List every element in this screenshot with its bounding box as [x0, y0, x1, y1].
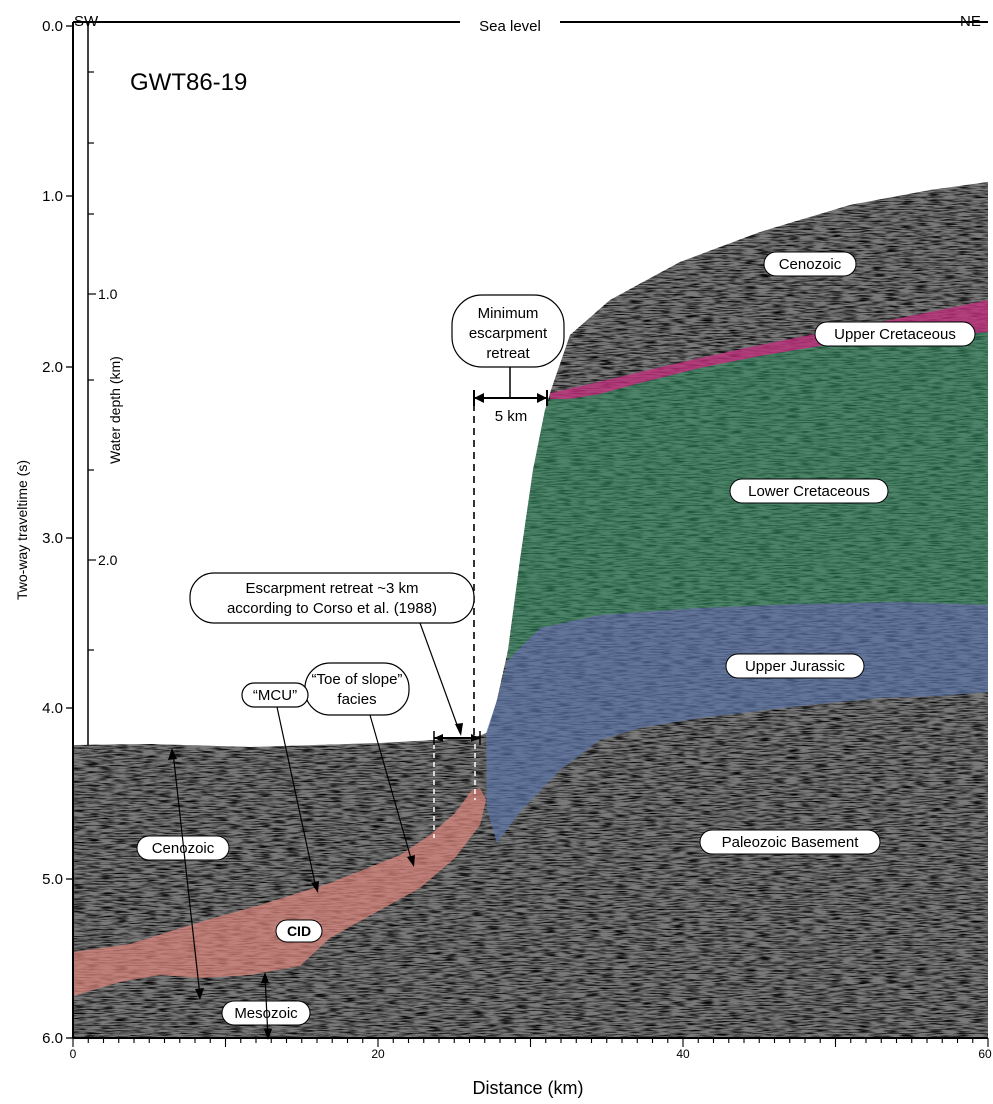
bottom-axis — [72, 1038, 989, 1047]
left-axis — [66, 25, 73, 1039]
left-tick-label: 2.0 — [42, 359, 63, 376]
mesozoic-thickness-arrow — [261, 972, 272, 1040]
water-depth-axis — [88, 71, 96, 651]
svg-text:retreat: retreat — [486, 345, 530, 362]
minimum-retreat-callout: Minimum escarpment retreat 5 km — [451, 294, 565, 425]
label-cid: CID — [275, 919, 323, 943]
svg-text:Escarpment retreat ~3 km: Escarpment retreat ~3 km — [246, 580, 419, 597]
svg-text:“MCU”: “MCU” — [253, 687, 297, 704]
label-upper-cretaceous: Upper Cretaceous — [814, 321, 976, 347]
left-tick-label: 0.0 — [42, 18, 63, 35]
sea-level-label: Sea level — [479, 18, 541, 35]
left-tick-label: 4.0 — [42, 700, 63, 717]
label-upper-jurassic: Upper Jurassic — [725, 653, 865, 679]
label-lower-cretaceous: Lower Cretaceous — [729, 478, 889, 504]
svg-text:Upper Cretaceous: Upper Cretaceous — [834, 326, 956, 343]
svg-text:Paleozoic Basement: Paleozoic Basement — [722, 834, 860, 851]
mcu-callout: “MCU” — [241, 682, 319, 893]
label-paleozoic-basement: Paleozoic Basement — [699, 829, 881, 855]
svg-text:according to Corso et al. (198: according to Corso et al. (1988) — [227, 600, 437, 617]
left-axis-label: Two-way traveltime (s) — [14, 460, 30, 600]
cid-layer — [73, 788, 486, 996]
svg-text:“Toe of slope”: “Toe of slope” — [312, 671, 403, 688]
left-tick-label: 6.0 — [42, 1030, 63, 1047]
svg-text:facies: facies — [337, 691, 376, 708]
cenozoic-thickness-arrow — [168, 748, 204, 1000]
direction-sw: SW — [74, 13, 99, 30]
svg-text:Lower Cretaceous: Lower Cretaceous — [748, 483, 870, 500]
svg-text:escarpment: escarpment — [469, 325, 548, 342]
bottom-tick-label: 40 — [676, 1047, 690, 1061]
left-tick-label: 5.0 — [42, 871, 63, 888]
water-depth-tick-label: 1.0 — [98, 286, 118, 302]
water-depth-axis-label: Water depth (km) — [107, 356, 123, 464]
svg-text:Minimum: Minimum — [478, 305, 539, 322]
svg-text:CID: CID — [287, 923, 311, 939]
left-tick-label: 1.0 — [42, 188, 63, 205]
left-tick-label: 3.0 — [42, 530, 63, 547]
corso-retreat-callout: Escarpment retreat ~3 km according to Co… — [189, 572, 481, 745]
bottom-tick-label: 0 — [70, 1047, 77, 1061]
svg-text:Upper Jurassic: Upper Jurassic — [745, 658, 846, 675]
svg-text:Cenozoic: Cenozoic — [779, 256, 842, 273]
bottom-tick-label: 60 — [978, 1047, 992, 1061]
direction-ne: NE — [960, 13, 981, 30]
water-depth-tick-label: 2.0 — [98, 552, 118, 568]
bottom-axis-label: Distance (km) — [472, 1078, 583, 1098]
profile-title: GWT86-19 — [130, 69, 247, 96]
bottom-tick-label: 20 — [371, 1047, 385, 1061]
svg-text:5 km: 5 km — [495, 408, 528, 425]
toe-of-slope-callout: “Toe of slope” facies — [304, 662, 415, 867]
label-cenozoic-upper: Cenozoic — [763, 251, 857, 277]
